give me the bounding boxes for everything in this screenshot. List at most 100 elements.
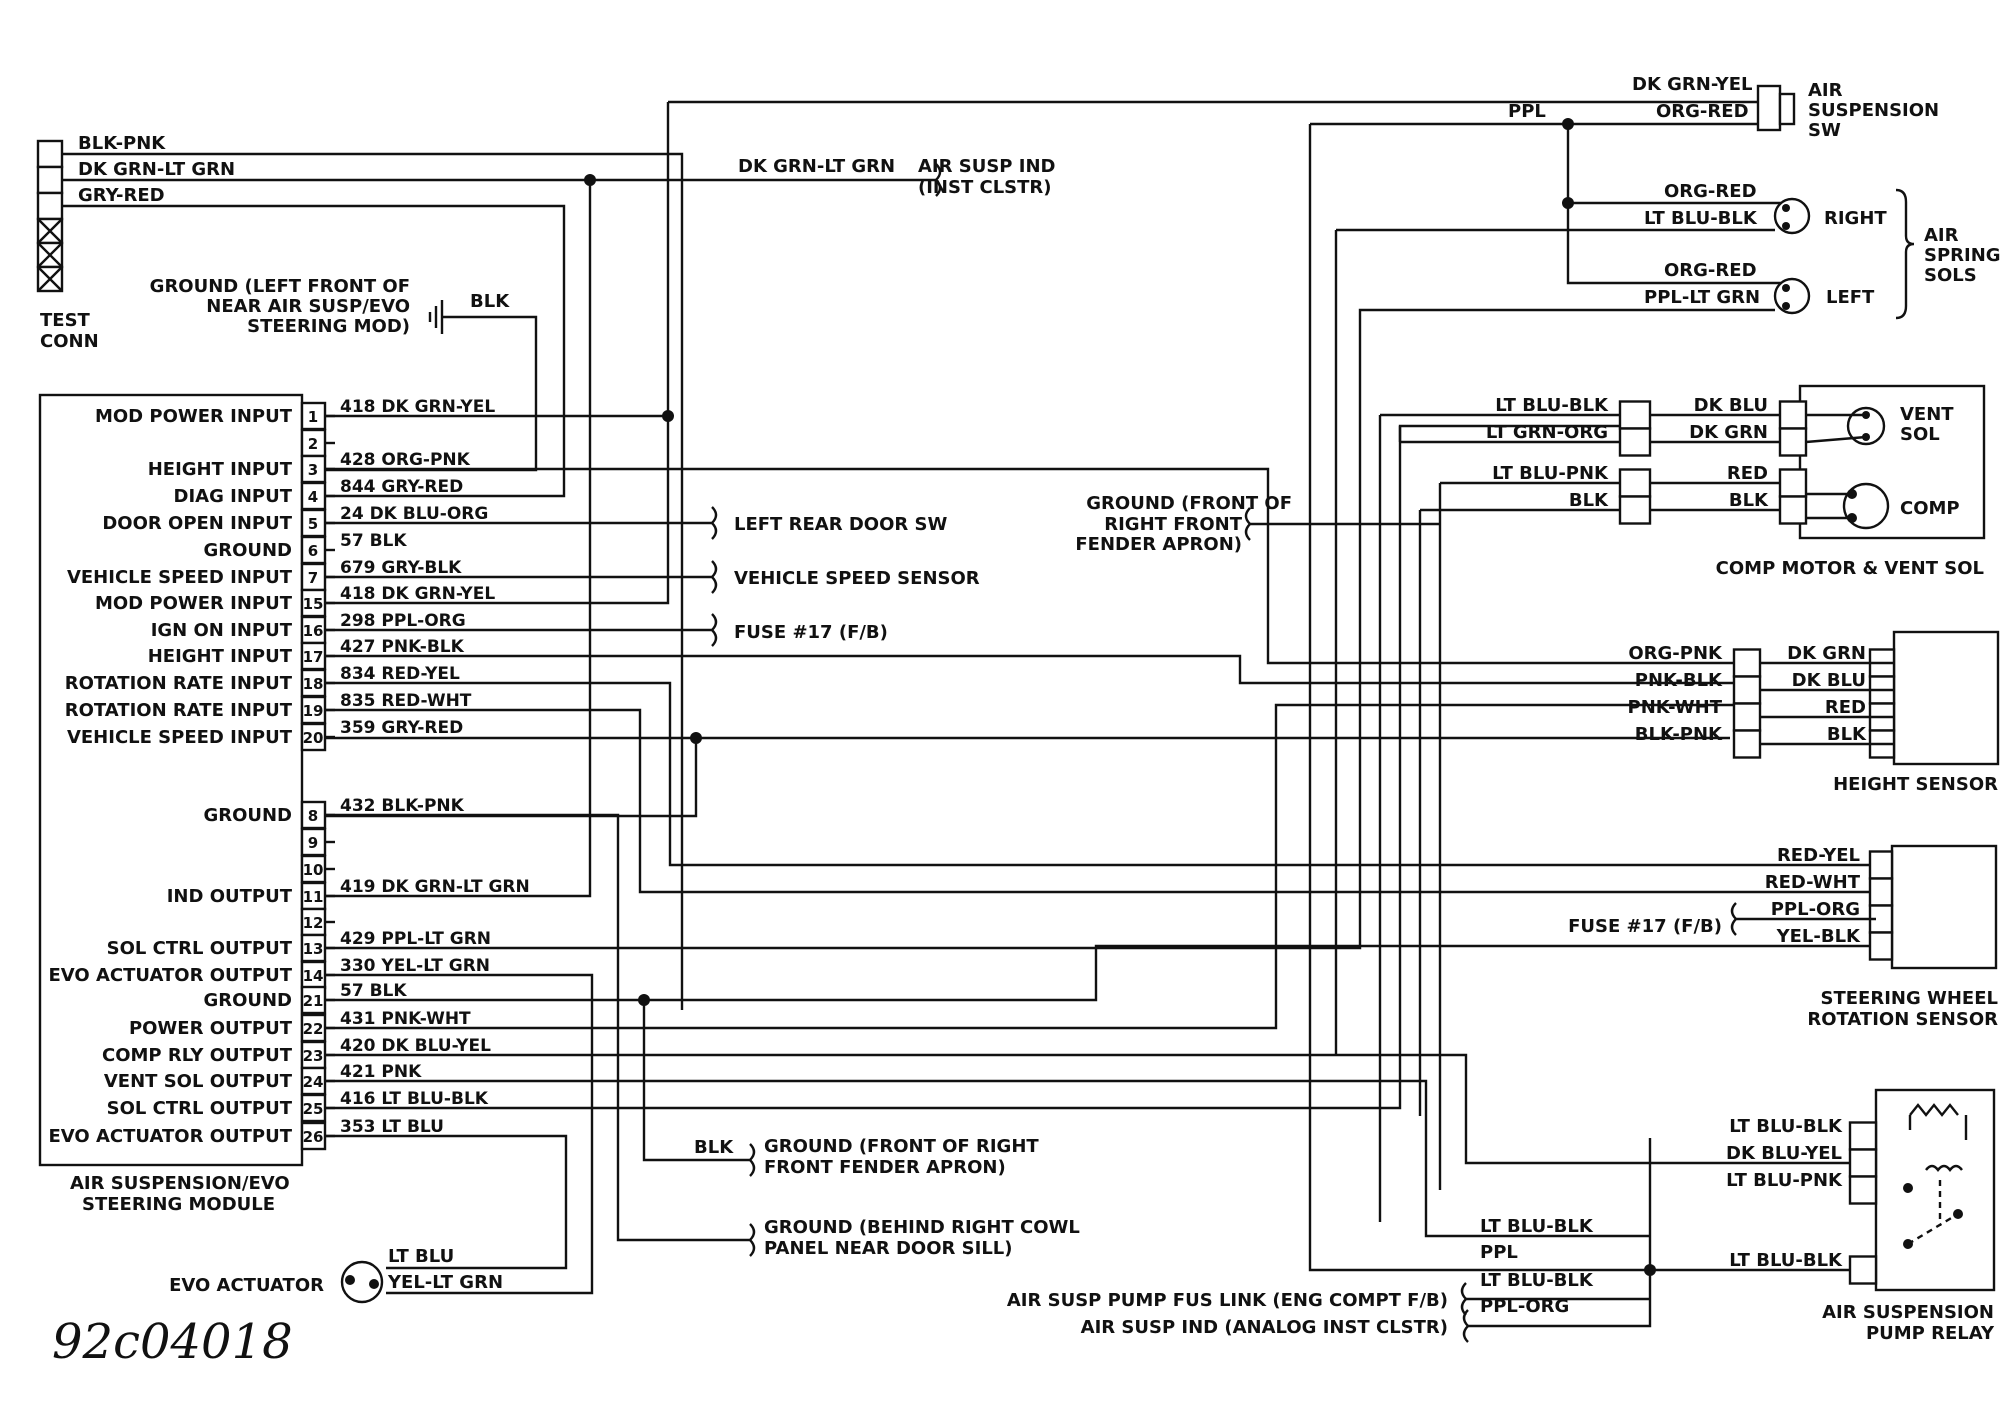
air-spring-sols-2: SPRING (1924, 245, 2001, 266)
pump-ind: AIR SUSP IND (ANALOG INST CLSTR) (1081, 1317, 1448, 1338)
pin-number: 19 (303, 702, 324, 720)
pin-wire: 416 LT BLU-BLK (340, 1089, 489, 1109)
vent-sol-2: SOL (1900, 424, 1940, 445)
pin-wire: 429 PPL-LT GRN (340, 929, 491, 949)
connector-wire-label: PNK-WHT (1628, 697, 1723, 718)
connector-cavity (1848, 1148, 1878, 1178)
connector-wire-label: LT BLU-BLK (1729, 1116, 1843, 1137)
air-susp-ind-line2: (INST CLSTR) (918, 177, 1052, 198)
pin-label: HEIGHT INPUT (148, 459, 293, 480)
connector-wire-label: BLK (1569, 490, 1609, 511)
pin-number: 11 (303, 888, 324, 906)
pump-relay-2: PUMP RELAY (1866, 1323, 1995, 1344)
ground-front-right-wire: BLK (694, 1137, 734, 1158)
connector-cavity (1778, 427, 1808, 457)
fuse-17: FUSE #17 (F/B) (734, 622, 888, 643)
pin-label: ROTATION RATE INPUT (65, 673, 293, 694)
pin-wire: 330 YEL-LT GRN (340, 956, 490, 976)
connector-cavity (1732, 702, 1762, 732)
connector-cavity (1868, 931, 1894, 961)
module: AIR SUSPENSION/EVO STEERING MODULE (38, 393, 304, 1215)
connector-wire-label: DK GRN (1787, 643, 1866, 664)
pin-label: IGN ON INPUT (151, 620, 293, 641)
ground-fender-1: GROUND (FRONT OF (1086, 493, 1292, 514)
pin-wire: 421 PNK (340, 1062, 422, 1082)
pin-label: EVO ACTUATOR OUTPUT (49, 965, 293, 986)
test-wire-1: BLK-PNK (78, 133, 166, 154)
pin-number: 5 (308, 515, 318, 533)
vehicle-speed-sensor: VEHICLE SPEED SENSOR (734, 568, 980, 589)
pin-label: COMP RLY OUTPUT (102, 1045, 293, 1066)
pin-number: 17 (303, 648, 324, 666)
air-spring-right: ORG-RED LT BLU-BLK RIGHT (1644, 181, 1887, 235)
connector-wire-label: BLK (1729, 490, 1769, 511)
pin-number: 14 (303, 967, 324, 985)
connector-cavity (1618, 427, 1652, 457)
connector-cavity (1868, 877, 1894, 907)
connector-wire-label: LT BLU-BLK (1495, 395, 1609, 416)
pin-number: 8 (308, 807, 318, 825)
air-susp-sw-wire-1: DK GRN-YEL (1632, 74, 1752, 95)
pump-fus-link: AIR SUSP PUMP FUS LINK (ENG COMPT F/B) (1007, 1290, 1448, 1311)
connector-wire-label: PNK-BLK (1635, 670, 1723, 691)
pump-feed-4: PPL-ORG (1480, 1296, 1569, 1317)
pin-label: POWER OUTPUT (129, 1018, 293, 1039)
pump-feed-1: LT BLU-BLK (1480, 1216, 1594, 1237)
evo-wire-1: LT BLU (388, 1246, 454, 1267)
diagram-code: 92c04018 (52, 1314, 293, 1370)
vent-sol-1: VENT (1900, 404, 1954, 425)
pump-feed-2: PPL (1480, 1242, 1518, 1263)
pin-number: 25 (303, 1100, 324, 1118)
air-spring-left-label: LEFT (1826, 287, 1875, 308)
pin-number: 23 (303, 1047, 324, 1065)
pin-label: DOOR OPEN INPUT (102, 513, 292, 534)
pin-label: EVO ACTUATOR OUTPUT (49, 1126, 293, 1147)
connector-wire-label: LT GRN-ORG (1486, 422, 1608, 443)
air-susp-sw-3: SW (1808, 120, 1841, 141)
connector-cavity (1618, 495, 1652, 525)
steering-sensor-1: STEERING WHEEL (1821, 988, 1998, 1009)
connector-cavity (1618, 400, 1652, 430)
connector-wire-label: LT BLU-PNK (1726, 1170, 1843, 1191)
ground-front-right-2: FRONT FENDER APRON) (764, 1157, 1006, 1178)
test-conn-line1: TEST (40, 310, 91, 331)
pin-number: 4 (308, 488, 318, 506)
pin-wire: 431 PNK-WHT (340, 1009, 471, 1029)
pin-label: GROUND (203, 805, 292, 826)
pin-wire: 24 DK BLU-ORG (340, 504, 488, 524)
connector-wire-label: LT BLU-BLK (1729, 1250, 1843, 1271)
air-spring-right-label: RIGHT (1824, 208, 1887, 229)
pin-label: DIAG INPUT (174, 486, 293, 507)
connector-wire-label: RED (1825, 697, 1866, 718)
ground-left-wire: BLK (470, 291, 510, 312)
connector-cavity (1778, 468, 1808, 498)
air-spring-sols-3: SOLS (1924, 265, 1977, 286)
pin-wire: 359 GRY-RED (340, 718, 463, 738)
pump-feed-3: LT BLU-BLK (1480, 1270, 1594, 1291)
pin-number: 26 (303, 1128, 324, 1146)
air-susp-sw-2: SUSPENSION (1808, 100, 1939, 121)
pump-relay-1: AIR SUSPENSION (1822, 1302, 1994, 1323)
air-suspension-pump-relay: LT BLU-BLK DK BLU-YEL LT BLU-PNK LT BLU-BLK… (1726, 1088, 1996, 1344)
pin-label: VEHICLE SPEED INPUT (67, 567, 293, 588)
air-spring-right-wire-1: ORG-RED (1664, 181, 1757, 202)
pin-number: 16 (303, 622, 324, 640)
steering-sensor-2: ROTATION SENSOR (1807, 1009, 1998, 1030)
connector-wire-label: DK BLU (1792, 670, 1866, 691)
ground-left-line3: STEERING MOD) (247, 316, 410, 337)
connector-cavity (1868, 850, 1894, 880)
pin-number: 13 (303, 940, 324, 958)
air-susp-ind-wire: DK GRN-LT GRN (738, 156, 895, 177)
pin-number: 24 (303, 1073, 324, 1091)
pin-number: 21 (303, 992, 324, 1010)
pin-number: 20 (303, 729, 324, 747)
pin-number: 12 (303, 914, 324, 932)
pin-number: 15 (303, 595, 324, 613)
connector-wire-label: DK BLU-YEL (1726, 1143, 1842, 1164)
pin-label: MOD POWER INPUT (95, 406, 293, 427)
pin-label: MOD POWER INPUT (95, 593, 293, 614)
pin-label: VEHICLE SPEED INPUT (67, 727, 293, 748)
air-spring-left: ORG-RED PPL-LT GRN LEFT (1644, 260, 1875, 315)
ground-cowl-2: PANEL NEAR DOOR SILL) (764, 1238, 1012, 1259)
